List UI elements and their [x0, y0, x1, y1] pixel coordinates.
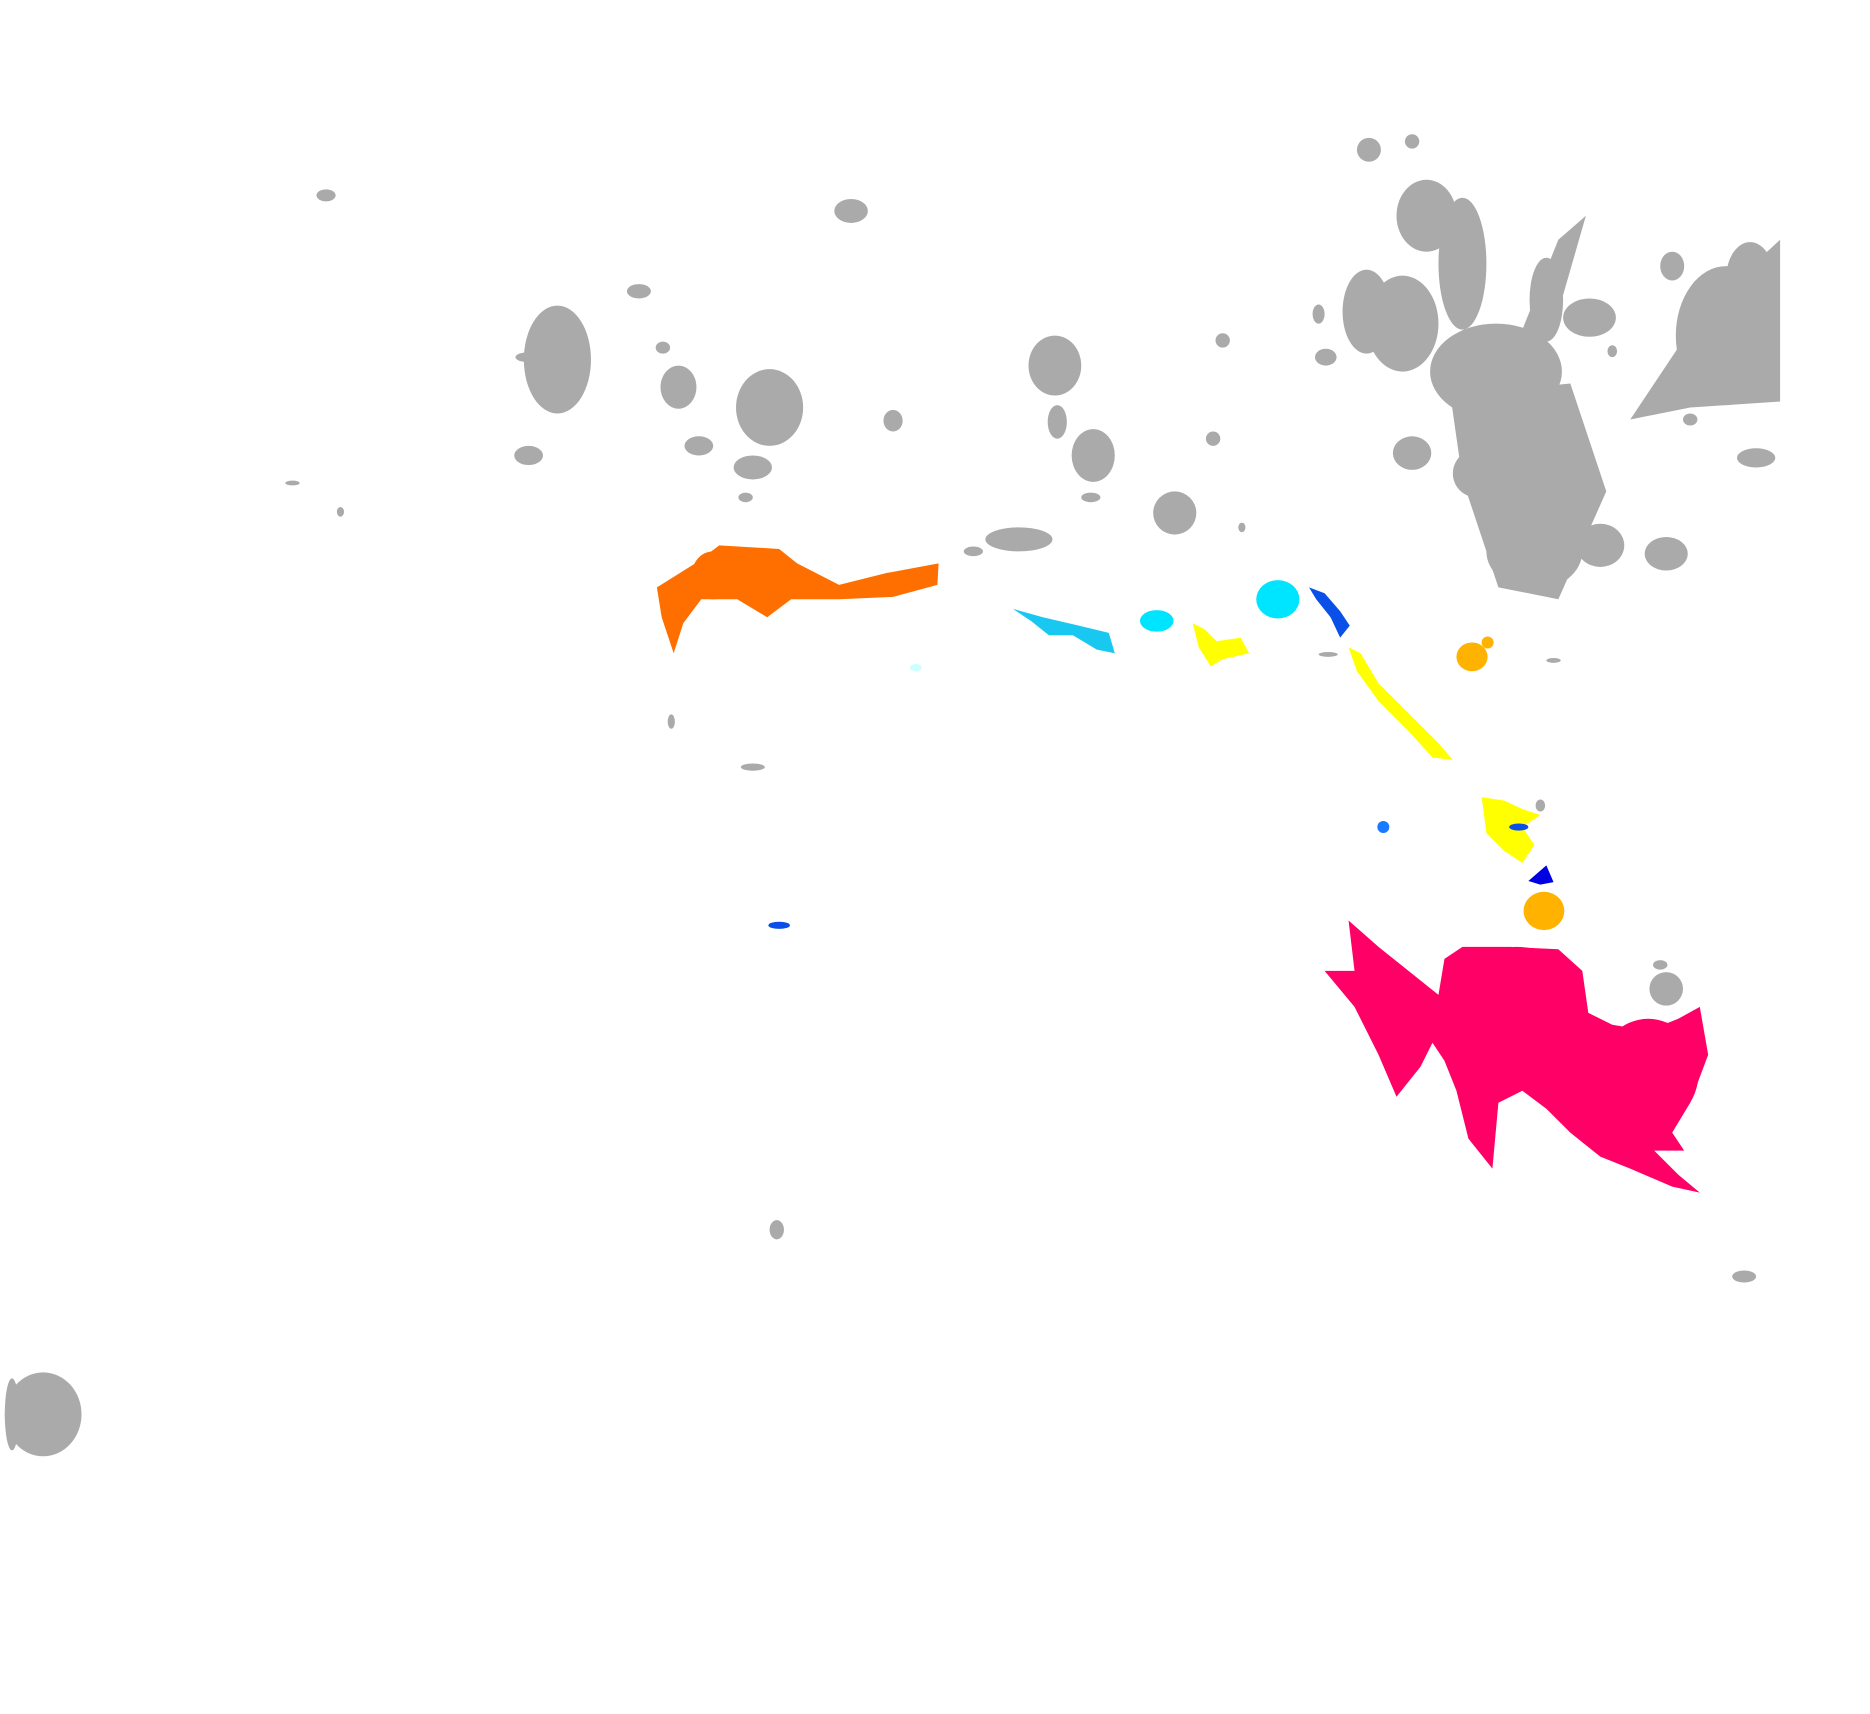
gray-landmass — [1356, 137, 1381, 162]
gray-landmass — [1028, 335, 1082, 396]
gray-landmass — [1047, 405, 1067, 439]
gray-landmass — [1736, 448, 1776, 468]
gray-landmass — [883, 409, 903, 432]
gray-landmass — [733, 455, 772, 480]
gray-landmass — [514, 445, 544, 466]
gray-landmass — [4, 1378, 20, 1451]
gray-landmass — [1392, 436, 1432, 470]
gray-landmass — [1404, 134, 1420, 149]
gray-landmass — [1366, 275, 1439, 372]
gray-landmass — [1576, 523, 1625, 567]
gray-landmass — [1683, 413, 1698, 426]
gray-landmass — [1649, 972, 1683, 1006]
gray-landmass — [740, 763, 765, 771]
gray-landmass — [1546, 658, 1561, 663]
gray-landmass — [985, 527, 1053, 552]
magenta-region — [1446, 946, 1586, 1067]
orange-region — [691, 551, 735, 600]
amber-region — [1456, 642, 1488, 672]
gray-landmass — [1205, 431, 1221, 446]
light-cyan-region — [1012, 608, 1115, 654]
gray-landmass — [1732, 1270, 1757, 1283]
cyan-region — [1256, 580, 1300, 619]
gray-landmass — [515, 352, 540, 362]
gray-landmass — [1238, 522, 1246, 533]
gray-landmass — [1450, 383, 1607, 600]
gray-landmass — [626, 284, 651, 299]
amber-region — [1523, 891, 1565, 931]
gray-landmass — [684, 436, 714, 456]
gray-landmass — [1630, 239, 1781, 420]
gray-landmass — [1644, 536, 1688, 571]
gray-landmass — [660, 365, 697, 409]
gray-landmass — [1081, 492, 1101, 503]
blue-region — [1509, 823, 1529, 831]
gray-landmass — [667, 714, 675, 729]
magenta-region — [1597, 1018, 1699, 1127]
gray-landmass — [1312, 304, 1325, 324]
gray-landmass — [1153, 491, 1197, 535]
yellow-region — [1192, 623, 1250, 667]
gray-landmass — [1314, 348, 1337, 366]
dark-blue-region — [1528, 865, 1554, 885]
gray-landmass — [1510, 215, 1586, 396]
yellow-region — [1481, 797, 1541, 863]
gray-landmass — [834, 198, 868, 223]
highlighted-regions — [656, 545, 1709, 1193]
gray-landmass — [738, 492, 753, 503]
gray-landmasses — [4, 134, 1781, 1457]
yellow-region — [1348, 647, 1453, 760]
pale-cyan-region — [909, 664, 922, 672]
gray-landmass — [1653, 960, 1668, 970]
gray-landmass — [1071, 429, 1115, 482]
gray-landmass — [1563, 298, 1616, 337]
gray-landmass — [1318, 652, 1338, 657]
gray-landmass — [316, 189, 336, 202]
gray-landmass — [655, 341, 671, 354]
gray-landmass — [1535, 799, 1546, 812]
gray-landmass — [769, 1220, 784, 1240]
gray-landmass — [336, 507, 345, 517]
gray-landmass — [4, 1372, 82, 1457]
gray-landmass — [523, 305, 591, 414]
sky-blue-region — [1377, 821, 1390, 834]
gray-landmass — [1438, 197, 1487, 330]
gray-landmass — [736, 369, 804, 446]
gray-landmass — [285, 480, 300, 486]
blue-region — [768, 921, 790, 929]
gray-landmass — [963, 546, 983, 557]
cyan-region — [1139, 610, 1174, 632]
amber-region — [1481, 636, 1494, 649]
gray-landmass — [1607, 345, 1618, 358]
gray-landmass — [1660, 251, 1685, 281]
blue-region — [1309, 587, 1350, 638]
gray-landmass — [1215, 333, 1230, 348]
